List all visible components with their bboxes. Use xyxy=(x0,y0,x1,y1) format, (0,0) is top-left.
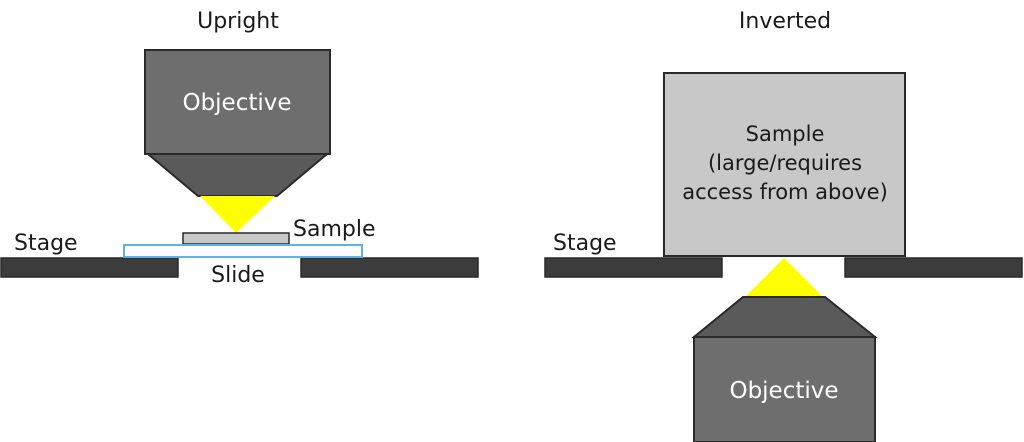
inverted-light-cone xyxy=(745,258,823,297)
upright-objective-label: Objective xyxy=(182,90,291,116)
inverted-title: Inverted xyxy=(739,9,831,34)
upright-sample xyxy=(182,232,290,245)
inverted-objective-body xyxy=(693,336,876,442)
upright-light-cone xyxy=(200,196,275,233)
inverted-stage-left xyxy=(544,257,723,278)
inverted-sample-box xyxy=(663,72,906,257)
upright-stage-right xyxy=(300,257,479,278)
inverted-sample-line-2: (large/requires xyxy=(708,151,862,175)
upright-objective-nose xyxy=(145,153,330,197)
inverted-sample-line-1: Sample xyxy=(746,122,825,146)
upright-sample-label: Sample xyxy=(293,217,376,242)
inverted-stage-label: Stage xyxy=(553,231,617,256)
inverted-objective-label: Objective xyxy=(729,378,838,404)
upright-title: Upright xyxy=(197,9,279,34)
upright-stage-left xyxy=(0,257,179,278)
upright-panel: Upright Objective Sample Stage Slide xyxy=(0,9,479,288)
inverted-sample-line-3: access from above) xyxy=(682,180,888,204)
upright-objective-body xyxy=(144,49,331,155)
upright-slide xyxy=(123,244,363,258)
inverted-stage-right xyxy=(844,257,1023,278)
upright-stage-label: Stage xyxy=(14,231,78,256)
inverted-objective-nose xyxy=(691,296,878,338)
inverted-panel: Inverted Sample (large/requires access f… xyxy=(544,9,1023,442)
upright-slide-label: Slide xyxy=(211,263,265,288)
